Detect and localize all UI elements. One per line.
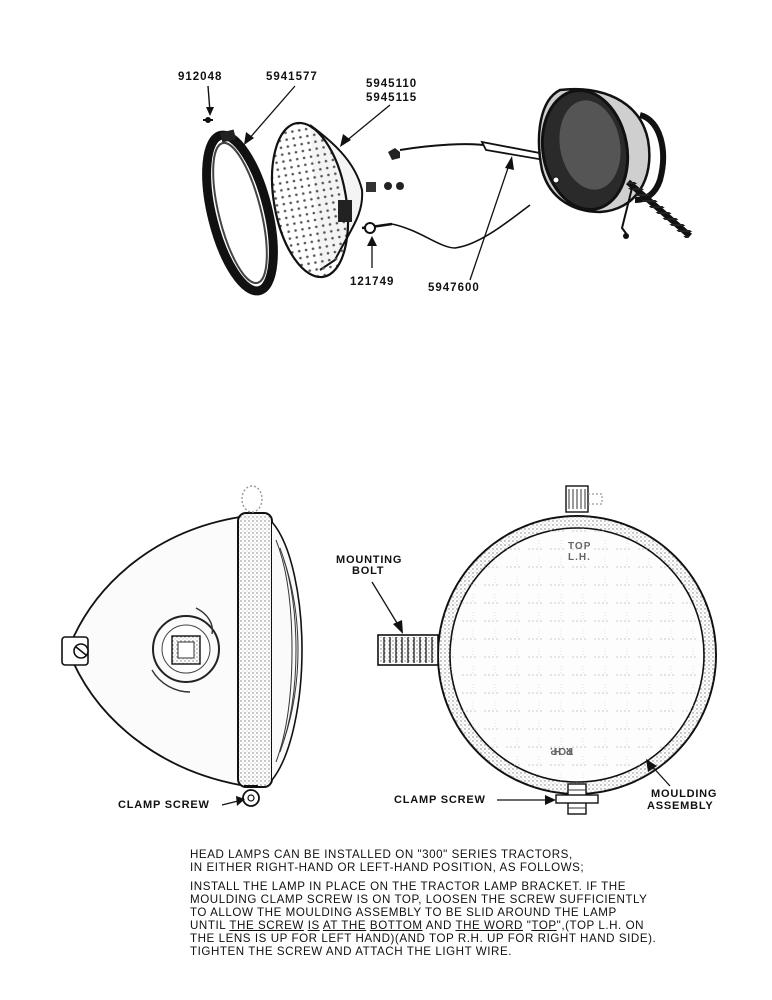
lamp-body-5947600: [537, 87, 693, 240]
line4-the-screw: THE SCREW: [229, 919, 304, 932]
exploded-view: 912048 5941577 5945110 5945115 1: [178, 71, 693, 296]
sealed-beam-unit: [270, 121, 404, 279]
part-number-5945110: 5945110: [366, 78, 417, 90]
lamp-front-view: [377, 485, 717, 815]
instructions-para2-line6: TIGHTEN THE SCREW AND ATTACH THE LIGHT W…: [190, 945, 513, 958]
lens-top-lh-line1: TOP: [568, 541, 591, 552]
instructions-para2-line1: INSTALL THE LAMP IN PLACE ON THE TRACTOR…: [190, 880, 626, 893]
lens-top-lh-line2: L.H.: [568, 552, 591, 563]
lens-top-rh-line1: TOP: [550, 745, 573, 756]
instructions-para2-line4: UNTIL THE SCREW IS AT THE BOTTOM AND THE…: [190, 919, 730, 932]
part-number-5945115: 5945115: [366, 92, 417, 104]
mounting-bolt-label-line2: BOLT: [352, 565, 384, 577]
line4-at-the: AT THE: [322, 919, 367, 932]
line4-bottom: BOTTOM: [369, 919, 423, 932]
part-number-5947600: 5947600: [428, 282, 480, 294]
part-number-912048: 912048: [178, 71, 222, 83]
mounting-bolt-label-line1: MOUNTING: [336, 554, 402, 566]
screw-912048: [203, 85, 214, 123]
clamp-screw-label-side: CLAMP SCREW: [118, 799, 210, 811]
part-number-121749: 121749: [350, 276, 394, 288]
part-number-5941577: 5941577: [266, 71, 318, 83]
line4-post: ",(TOP L.H. ON: [556, 919, 645, 932]
lamp-side-view: [61, 485, 303, 807]
instructions-para2-line2: MOULDING CLAMP SCREW IS ON TOP, LOOSEN T…: [190, 893, 648, 906]
instructions-para1-line1: HEAD LAMPS CAN BE INSTALLED ON "300" SER…: [190, 848, 573, 861]
moulding-assembly-label-line1: MOULDING: [651, 788, 717, 800]
clamp-screw-label-front: CLAMP SCREW: [394, 794, 486, 806]
moulding-assembly-label-line2: ASSEMBLY: [647, 800, 714, 812]
retaining-ring-5941577: [202, 129, 278, 296]
line4-is: IS: [307, 919, 320, 932]
instructions-para2-line5: THE LENS IS UP FOR LEFT HAND)(AND TOP R.…: [190, 932, 657, 945]
instructions-para1-line2: IN EITHER RIGHT-HAND OR LEFT-HAND POSITI…: [190, 861, 585, 874]
line4-space4: ": [522, 919, 532, 932]
connector-121749: [361, 204, 531, 249]
line4-and: AND: [422, 919, 456, 932]
line4-top: TOP: [531, 919, 557, 932]
instructions-para2-line3: TO ALLOW THE MOULDING ASSEMBLY TO BE SLI…: [190, 906, 617, 919]
line4-the-word: THE WORD: [455, 919, 523, 932]
lens-top-rh-line2: R.H.: [549, 745, 573, 756]
line4-pre: UNTIL: [190, 919, 230, 932]
